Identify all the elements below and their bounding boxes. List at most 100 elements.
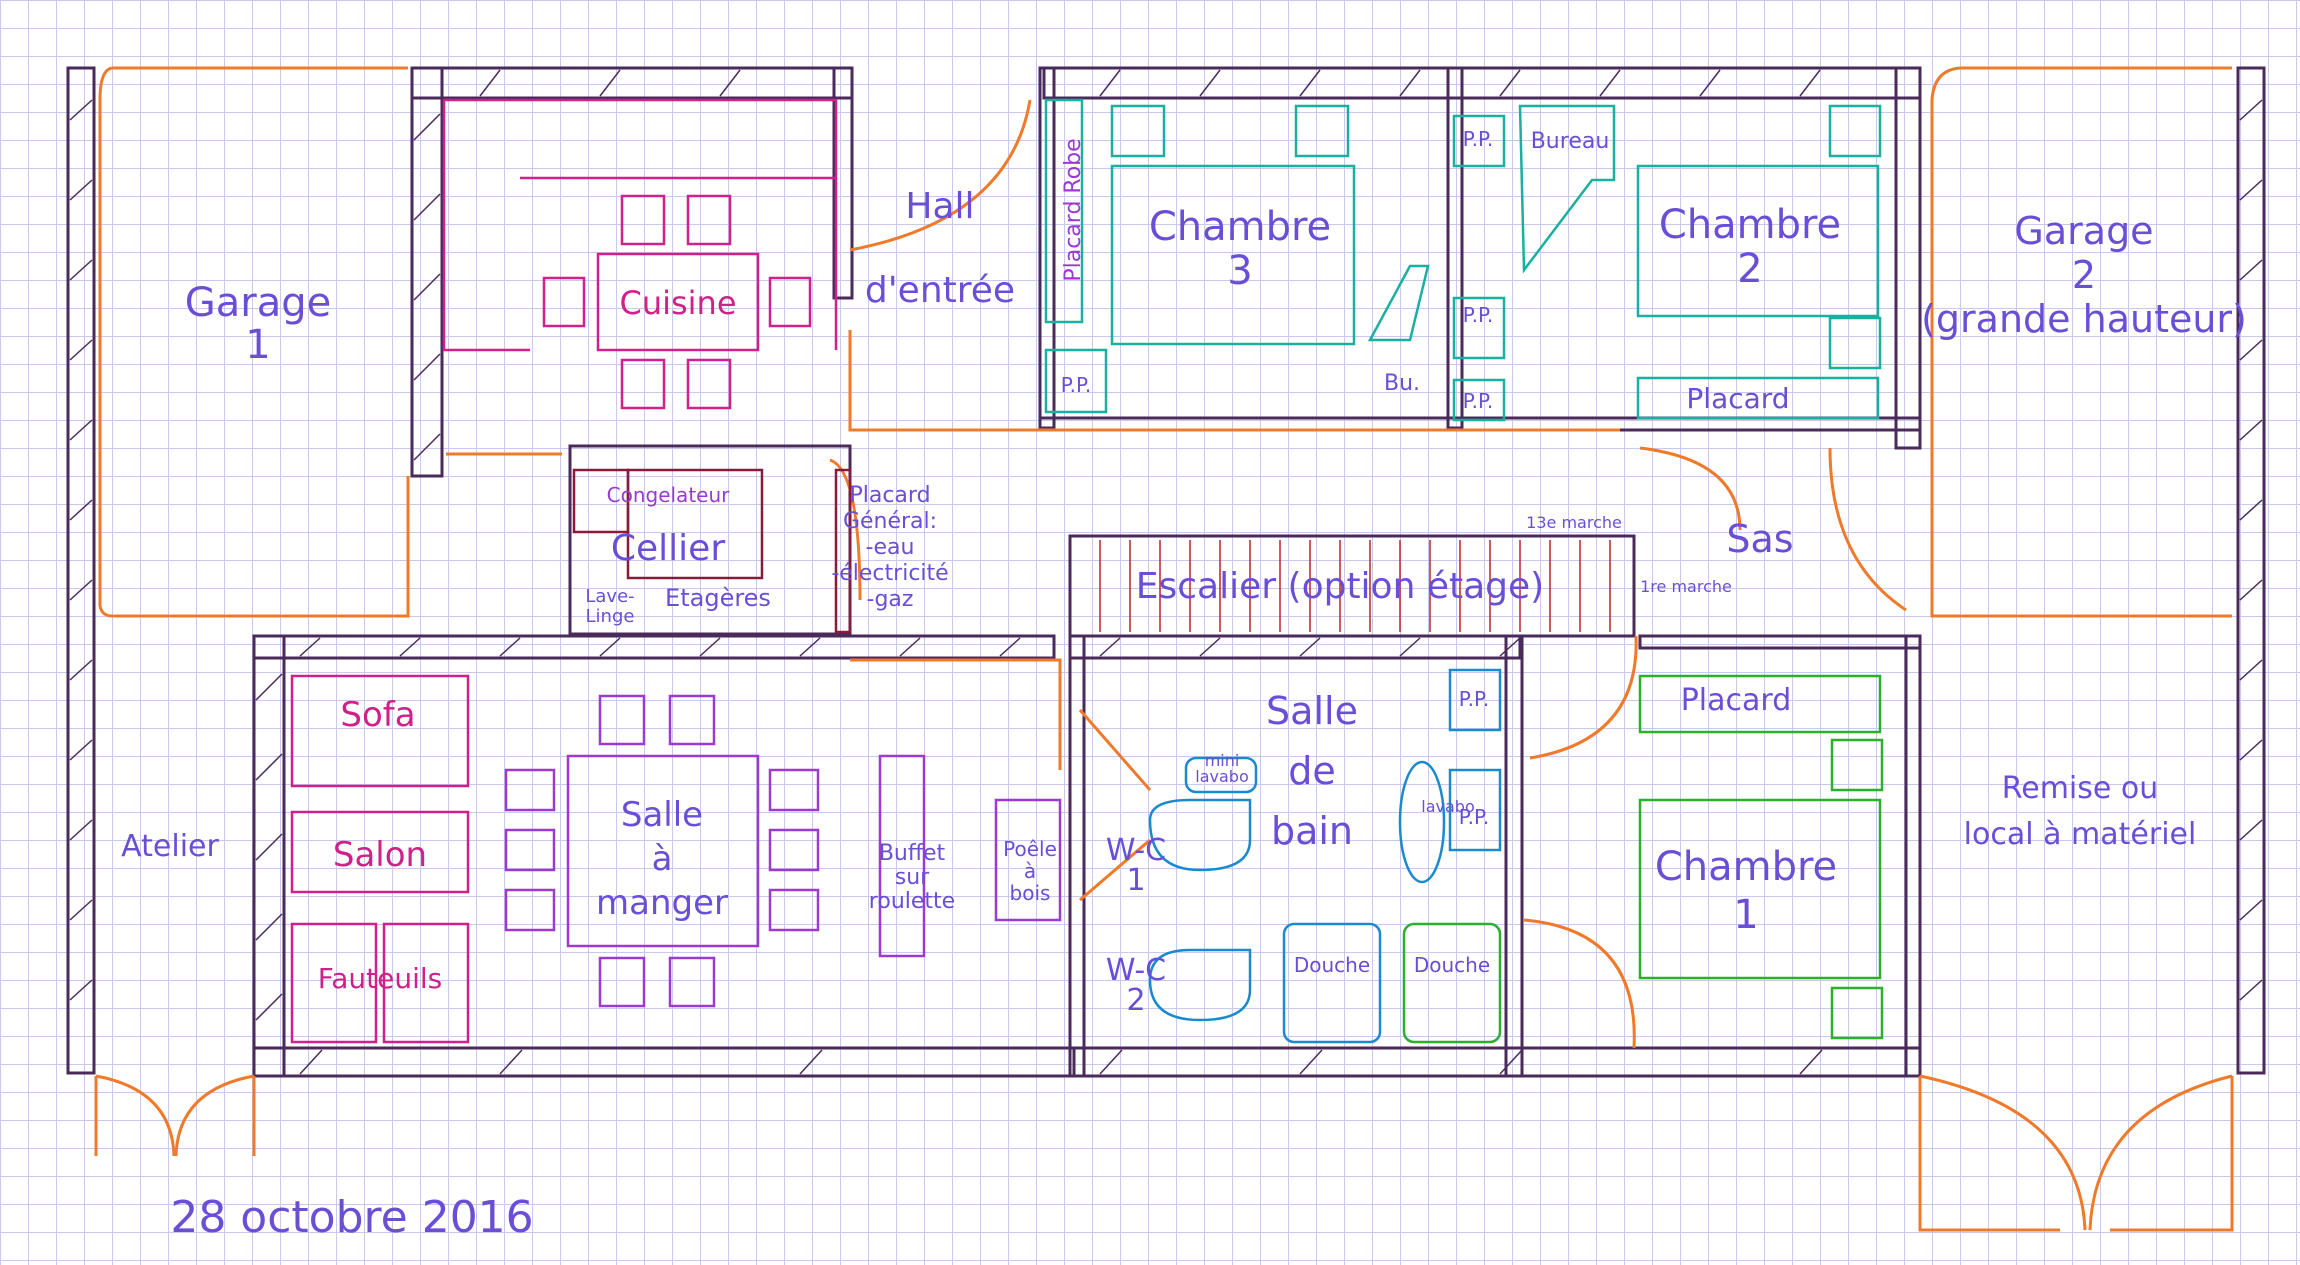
label-placard1: Placard [1681,683,1792,718]
bottom-right-door [1918,1074,2234,1232]
dining-chair-left-2 [504,828,556,872]
pp-sdb-a [1448,668,1502,732]
dining-chair-right-1 [768,768,820,812]
kitchen-furniture [442,98,838,410]
label-13e-marche: 13e marche [1526,513,1622,532]
sofa-box [290,674,470,788]
poele-box [994,798,1062,922]
kitchen-chair-2 [686,194,732,246]
wall-living-sdb [1068,634,1086,1078]
label-lavabo: lavabo [1421,797,1474,816]
label-pp-hall: P.P. [1061,373,1092,397]
wall-top-kitchen [410,66,854,100]
pp-hall [1044,348,1108,414]
bedroom3-nightstand-2 [1294,104,1350,158]
garage1-outline [98,66,410,618]
label-fauteuils: Fauteuils [318,962,443,995]
circulation-arrow-1 [848,330,1620,432]
dining-chair-bottom-1 [598,956,646,1008]
wc1-fixture [1148,798,1252,872]
bathroom-fixtures [1148,668,1502,1044]
dining-chair-right-3 [768,888,820,932]
bedroom2-placard [1636,376,1880,420]
bottom-left-door [94,1074,256,1157]
label-bureau2: Bureau [1531,129,1610,154]
hall-door [849,99,1032,252]
lavabo [1398,760,1446,884]
bedroom3-bed [1110,164,1356,346]
wall-right-exterior [2236,66,2266,1075]
kitchen-chair-5 [542,276,586,328]
label-sofa: Sofa [340,695,415,735]
pp-bedroom3-b [1452,296,1506,360]
wall-hatching [69,69,2263,1075]
label-bureau3: Bu. [1384,371,1420,396]
label-pp-c3-c: P.P. [1463,389,1494,413]
label-cuisine: Cuisine [619,284,736,322]
placard-general-box [834,468,852,634]
pp-sdb-b [1448,768,1502,852]
label-pp-sdb-b: P.P. [1459,805,1490,829]
wall-hall-left [832,66,854,300]
stairs-outline [1068,534,1636,638]
kitchen-table [596,252,760,352]
label-etageres: Etagères [665,584,771,612]
wall-living-left [252,634,286,1078]
bedroom2-bed [1636,164,1880,318]
label-pp-sdb-a: P.P. [1459,687,1490,711]
label-pp-c3-b: P.P. [1463,303,1494,327]
sas-door-right [1828,447,1907,612]
wall-garage1-kitchen [410,66,444,478]
label-salon: Salon [333,835,427,875]
fauteuil-2 [382,922,470,1044]
garage2-outline [1930,66,2232,618]
bedroom2-furniture [1518,104,1882,420]
kitchen-counter [442,98,838,352]
bedroom1-nightstand-2 [1830,986,1884,1040]
wc2-fixture [1148,948,1252,1022]
label-pp-c3-a: P.P. [1463,127,1494,151]
wall-living-bottom [252,1046,1076,1078]
bedroom1-nightstand-1 [1830,738,1884,792]
placard-general-door [829,458,862,601]
label-placard2: Placard [1686,382,1789,415]
bedroom1-placard [1638,674,1882,734]
label-congelateur: Congelateur [607,483,731,507]
label-1re-marche: 1re marche [1640,577,1732,596]
label-douche1: Douche [1294,953,1370,977]
salon-box [290,810,470,894]
wc-doors [1078,709,1152,902]
label-douche2: Douche [1414,953,1490,977]
wall-bedroom1-left [1504,634,1524,1078]
wall-left-exterior [66,66,96,1075]
bedroom2-nightstand-2 [1828,316,1882,370]
wall-living-top [252,634,1056,660]
dining-chair-right-2 [768,828,820,872]
wall-bedroom1-top [1638,634,1922,650]
date-label: 28 octobre 2016 [170,1192,533,1243]
kitchen-chair-6 [768,276,812,328]
dining-chair-bottom-2 [668,956,716,1008]
label-atelier: Atelier [121,829,219,864]
kitchen-chair-4 [686,358,732,410]
mini-lavabo [1184,756,1258,794]
living-furniture [504,694,1062,1008]
placard-robe [1044,98,1084,324]
kitchen-chair-3 [620,358,666,410]
bedroom3-desk [1367,264,1430,342]
stairs-door [1529,635,1638,760]
bedroom2-desk [1518,104,1616,274]
wall-sdb-bottom [1068,1046,1922,1078]
fauteuil-1 [290,922,378,1044]
buffet-box [878,754,926,958]
